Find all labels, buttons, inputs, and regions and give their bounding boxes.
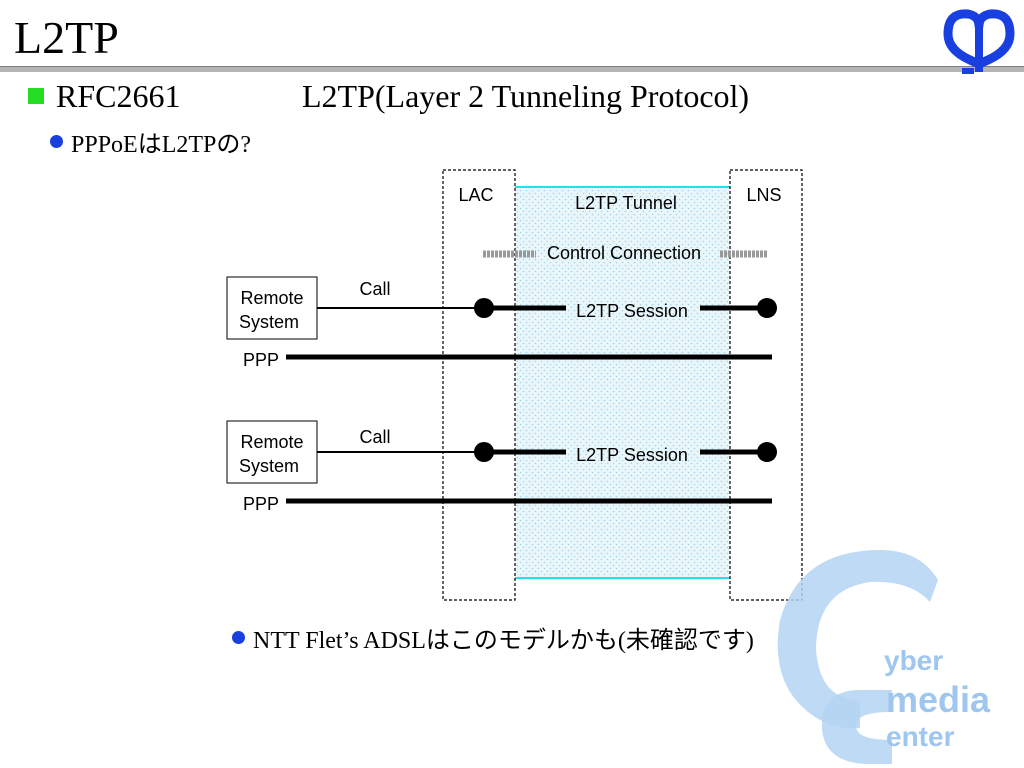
lns-session-endpoint [757, 442, 777, 462]
ppp-label: PPP [243, 494, 279, 514]
watermark-media: media [886, 679, 991, 720]
session-label: L2TP Session [576, 445, 688, 465]
round-bullet-icon [232, 630, 245, 644]
lac-session-endpoint [474, 442, 494, 462]
watermark-yber: yber [884, 645, 943, 676]
remote-system-label-line1: Remote [240, 288, 303, 308]
lns-box [729, 169, 803, 601]
slide-title: L2TP [14, 12, 119, 63]
bullet-ntt-text: NTT Flet’s ADSLはこのモデルかも(未確認です) [253, 627, 754, 654]
bullet-pppoe-text: PPPoEはL2TPの? [71, 131, 252, 158]
control-connection-label: Control Connection [547, 243, 701, 263]
cybermedia-center-logo: yber media enter [777, 550, 991, 764]
ppp-label: PPP [243, 350, 279, 370]
protocol-name: L2TP(Layer 2 Tunneling Protocol) [302, 77, 750, 114]
remote-system-label-line1: Remote [240, 432, 303, 452]
session-block-2: Remote System Call L2TP Session PPP [226, 420, 777, 514]
bullet-ntt: NTT Flet’s ADSLはこのモデルかも(未確認です) [232, 620, 754, 654]
remote-system-label-line2: System [239, 456, 299, 476]
call-label: Call [359, 279, 390, 299]
lac-box [442, 169, 516, 601]
tunnel-label: L2TP Tunnel [575, 193, 677, 213]
session-label: L2TP Session [576, 301, 688, 321]
watermark-enter: enter [886, 721, 955, 752]
square-bullet-icon [28, 88, 44, 104]
remote-system-label-line2: System [239, 312, 299, 332]
lac-label: LAC [458, 185, 493, 205]
session-block-1: Remote System Call L2TP Session PPP [226, 276, 777, 370]
bullet-pppoe: PPPoEはL2TPの? [50, 124, 251, 158]
lns-label: LNS [746, 185, 781, 205]
university-logo-icon [943, 9, 1015, 74]
title-divider [0, 66, 1024, 72]
heading-row: RFC2661 L2TP(Layer 2 Tunneling Protocol) [28, 78, 749, 114]
center-c-shape-icon [821, 690, 892, 764]
tunnel-area [515, 187, 730, 578]
rfc-number: RFC2661 [56, 77, 181, 114]
lac-session-endpoint [474, 298, 494, 318]
lns-session-endpoint [757, 298, 777, 318]
remote-system-box [226, 276, 318, 340]
cyber-c-shape-icon [777, 550, 938, 729]
round-bullet-icon [50, 134, 63, 148]
remote-system-box [226, 420, 318, 484]
call-label: Call [359, 427, 390, 447]
